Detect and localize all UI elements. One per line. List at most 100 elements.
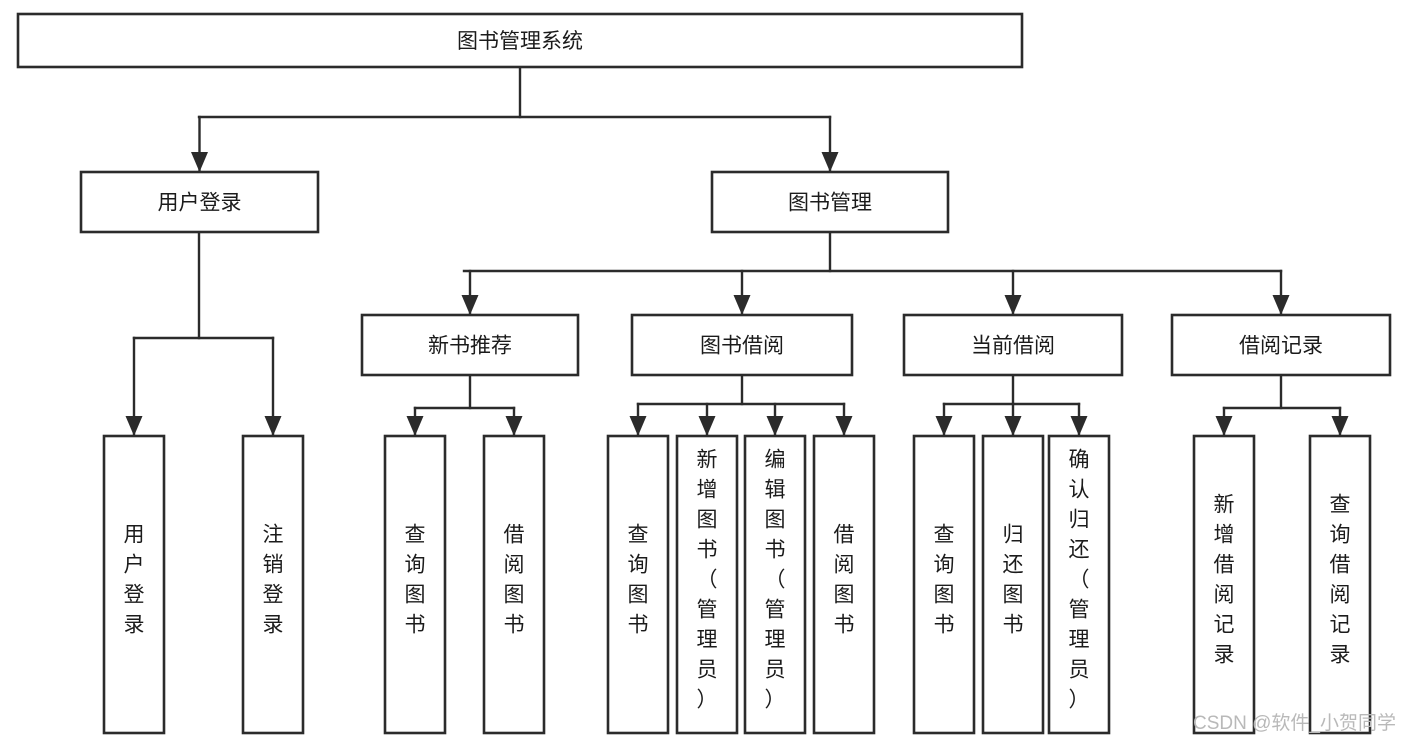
connector-book_borrow-to-leaf_borrow_book_b <box>835 402 853 437</box>
arrow-head-icon <box>698 416 716 436</box>
node-box <box>102 434 166 735</box>
node-label: 图书管理 <box>788 192 872 215</box>
connector-borrow-record-bus <box>1222 373 1342 410</box>
connector-new-book-bus <box>413 373 516 410</box>
node-label: 借阅图书 <box>834 524 855 637</box>
node-leaf-query-book-b[interactable]: 查询图书 <box>606 434 670 735</box>
connector-book_borrow-to-leaf_query_book_b <box>629 402 647 437</box>
node-leaf-query-record[interactable]: 查询借阅记录 <box>1308 434 1372 735</box>
arrow-head-icon <box>1331 416 1349 436</box>
connector-root-to-book_manage <box>821 115 839 173</box>
connector-current_borrow-to-leaf_query_book_c <box>935 402 953 437</box>
arrow-head-icon <box>264 416 282 436</box>
node-label: 图书管理系统 <box>457 30 583 53</box>
arrow-head-icon <box>406 416 424 436</box>
connectors-layer <box>125 65 1349 437</box>
connector-root-to-user_login <box>191 115 208 173</box>
connector-new_book_rec-to-leaf_borrow_book_a <box>505 406 523 437</box>
node-box <box>675 434 739 735</box>
nodes-layer: 图书管理系统用户登录图书管理新书推荐图书借阅当前借阅借阅记录用户登录注销登录查询… <box>16 12 1392 735</box>
node-box <box>16 12 1024 69</box>
node-box <box>383 434 447 735</box>
arrow-head-icon <box>1004 295 1022 315</box>
node-label: 确认归还（管理员） <box>1069 449 1090 712</box>
connector-book_manage-to-book_borrow <box>733 269 751 316</box>
node-borrow-record[interactable]: 借阅记录 <box>1170 313 1392 377</box>
node-label: 借阅图书 <box>504 524 525 637</box>
node-box <box>79 170 320 234</box>
node-label: 新书推荐 <box>428 335 512 358</box>
arrow-head-icon <box>835 416 853 436</box>
node-label: 用户登录 <box>158 192 242 215</box>
node-leaf-logout[interactable]: 注销登录 <box>241 434 305 735</box>
node-box <box>1192 434 1256 735</box>
connector-current_borrow-to-leaf_confirm_return <box>1070 402 1088 437</box>
node-box <box>1308 434 1372 735</box>
node-label: 归还图书 <box>1003 524 1024 637</box>
node-label: 借阅记录 <box>1239 335 1323 358</box>
connector-borrow_record-to-leaf_query_record <box>1331 406 1349 437</box>
connector-book-borrow-bus <box>636 373 846 406</box>
arrow-head-icon <box>1070 416 1088 436</box>
node-label: 注销登录 <box>263 524 284 637</box>
node-leaf-add-book[interactable]: 新增图书（管理员） <box>675 434 739 735</box>
node-leaf-confirm-return[interactable]: 确认归还（管理员） <box>1047 434 1111 735</box>
node-leaf-borrow-book-b[interactable]: 借阅图书 <box>812 434 876 735</box>
node-new-book-rec[interactable]: 新书推荐 <box>360 313 580 377</box>
connector-user-login-bus <box>132 230 275 340</box>
node-leaf-edit-book[interactable]: 编辑图书（管理员） <box>743 434 807 735</box>
connector-borrow_record-to-leaf_add_record <box>1215 406 1233 437</box>
node-label: 图书借阅 <box>700 335 784 358</box>
node-box <box>981 434 1045 735</box>
connector-user_login-to-leaf_user_login <box>125 336 143 437</box>
node-leaf-borrow-book-a[interactable]: 借阅图书 <box>482 434 546 735</box>
arrow-head-icon <box>461 295 479 315</box>
connector-book-manage-bus <box>462 230 1283 273</box>
connector-book_borrow-to-leaf_add_book <box>698 402 716 437</box>
node-root[interactable]: 图书管理系统 <box>16 12 1024 69</box>
node-leaf-add-record[interactable]: 新增借阅记录 <box>1192 434 1256 735</box>
node-box <box>482 434 546 735</box>
node-box <box>241 434 305 735</box>
arrow-head-icon <box>935 416 953 436</box>
node-label: 用户登录 <box>124 524 145 637</box>
node-book-manage[interactable]: 图书管理 <box>710 170 950 234</box>
connector-book_manage-to-borrow_record <box>1272 269 1290 316</box>
arrow-head-icon <box>1215 416 1233 436</box>
node-label: 当前借阅 <box>971 335 1055 358</box>
arrow-head-icon <box>505 416 523 436</box>
connector-user_login-to-leaf_logout <box>264 336 282 437</box>
node-label: 新增图书（管理员） <box>697 449 718 712</box>
node-book-borrow[interactable]: 图书借阅 <box>630 313 854 377</box>
node-leaf-query-book-a[interactable]: 查询图书 <box>383 434 447 735</box>
connector-root-bus <box>197 65 832 119</box>
node-label: 编辑图书（管理员） <box>765 449 786 712</box>
arrow-head-icon <box>629 416 647 436</box>
node-leaf-return-book[interactable]: 归还图书 <box>981 434 1045 735</box>
node-box <box>360 313 580 377</box>
node-box <box>1170 313 1392 377</box>
connector-book_manage-to-current_borrow <box>1004 269 1022 316</box>
node-label: 新增借阅记录 <box>1214 494 1235 667</box>
node-box <box>902 313 1124 377</box>
node-label: 查询图书 <box>934 524 955 637</box>
arrow-head-icon <box>766 416 784 436</box>
node-user-login[interactable]: 用户登录 <box>79 170 320 234</box>
connector-new_book_rec-to-leaf_query_book_a <box>406 406 424 437</box>
node-leaf-user-login[interactable]: 用户登录 <box>102 434 166 735</box>
node-label: 查询借阅记录 <box>1330 494 1351 667</box>
connector-book_manage-to-new_book_rec <box>461 269 479 316</box>
node-box <box>710 170 950 234</box>
node-leaf-query-book-c[interactable]: 查询图书 <box>912 434 976 735</box>
arrow-head-icon <box>1004 416 1022 436</box>
connector-current-borrow-bus <box>942 373 1081 406</box>
csdn-watermark: CSDN @软件_小贺同学 <box>1193 712 1396 734</box>
node-box <box>1047 434 1111 735</box>
arrow-head-icon <box>1272 295 1290 315</box>
node-label: 查询图书 <box>405 524 426 637</box>
node-box <box>912 434 976 735</box>
node-box <box>606 434 670 735</box>
node-current-borrow[interactable]: 当前借阅 <box>902 313 1124 377</box>
